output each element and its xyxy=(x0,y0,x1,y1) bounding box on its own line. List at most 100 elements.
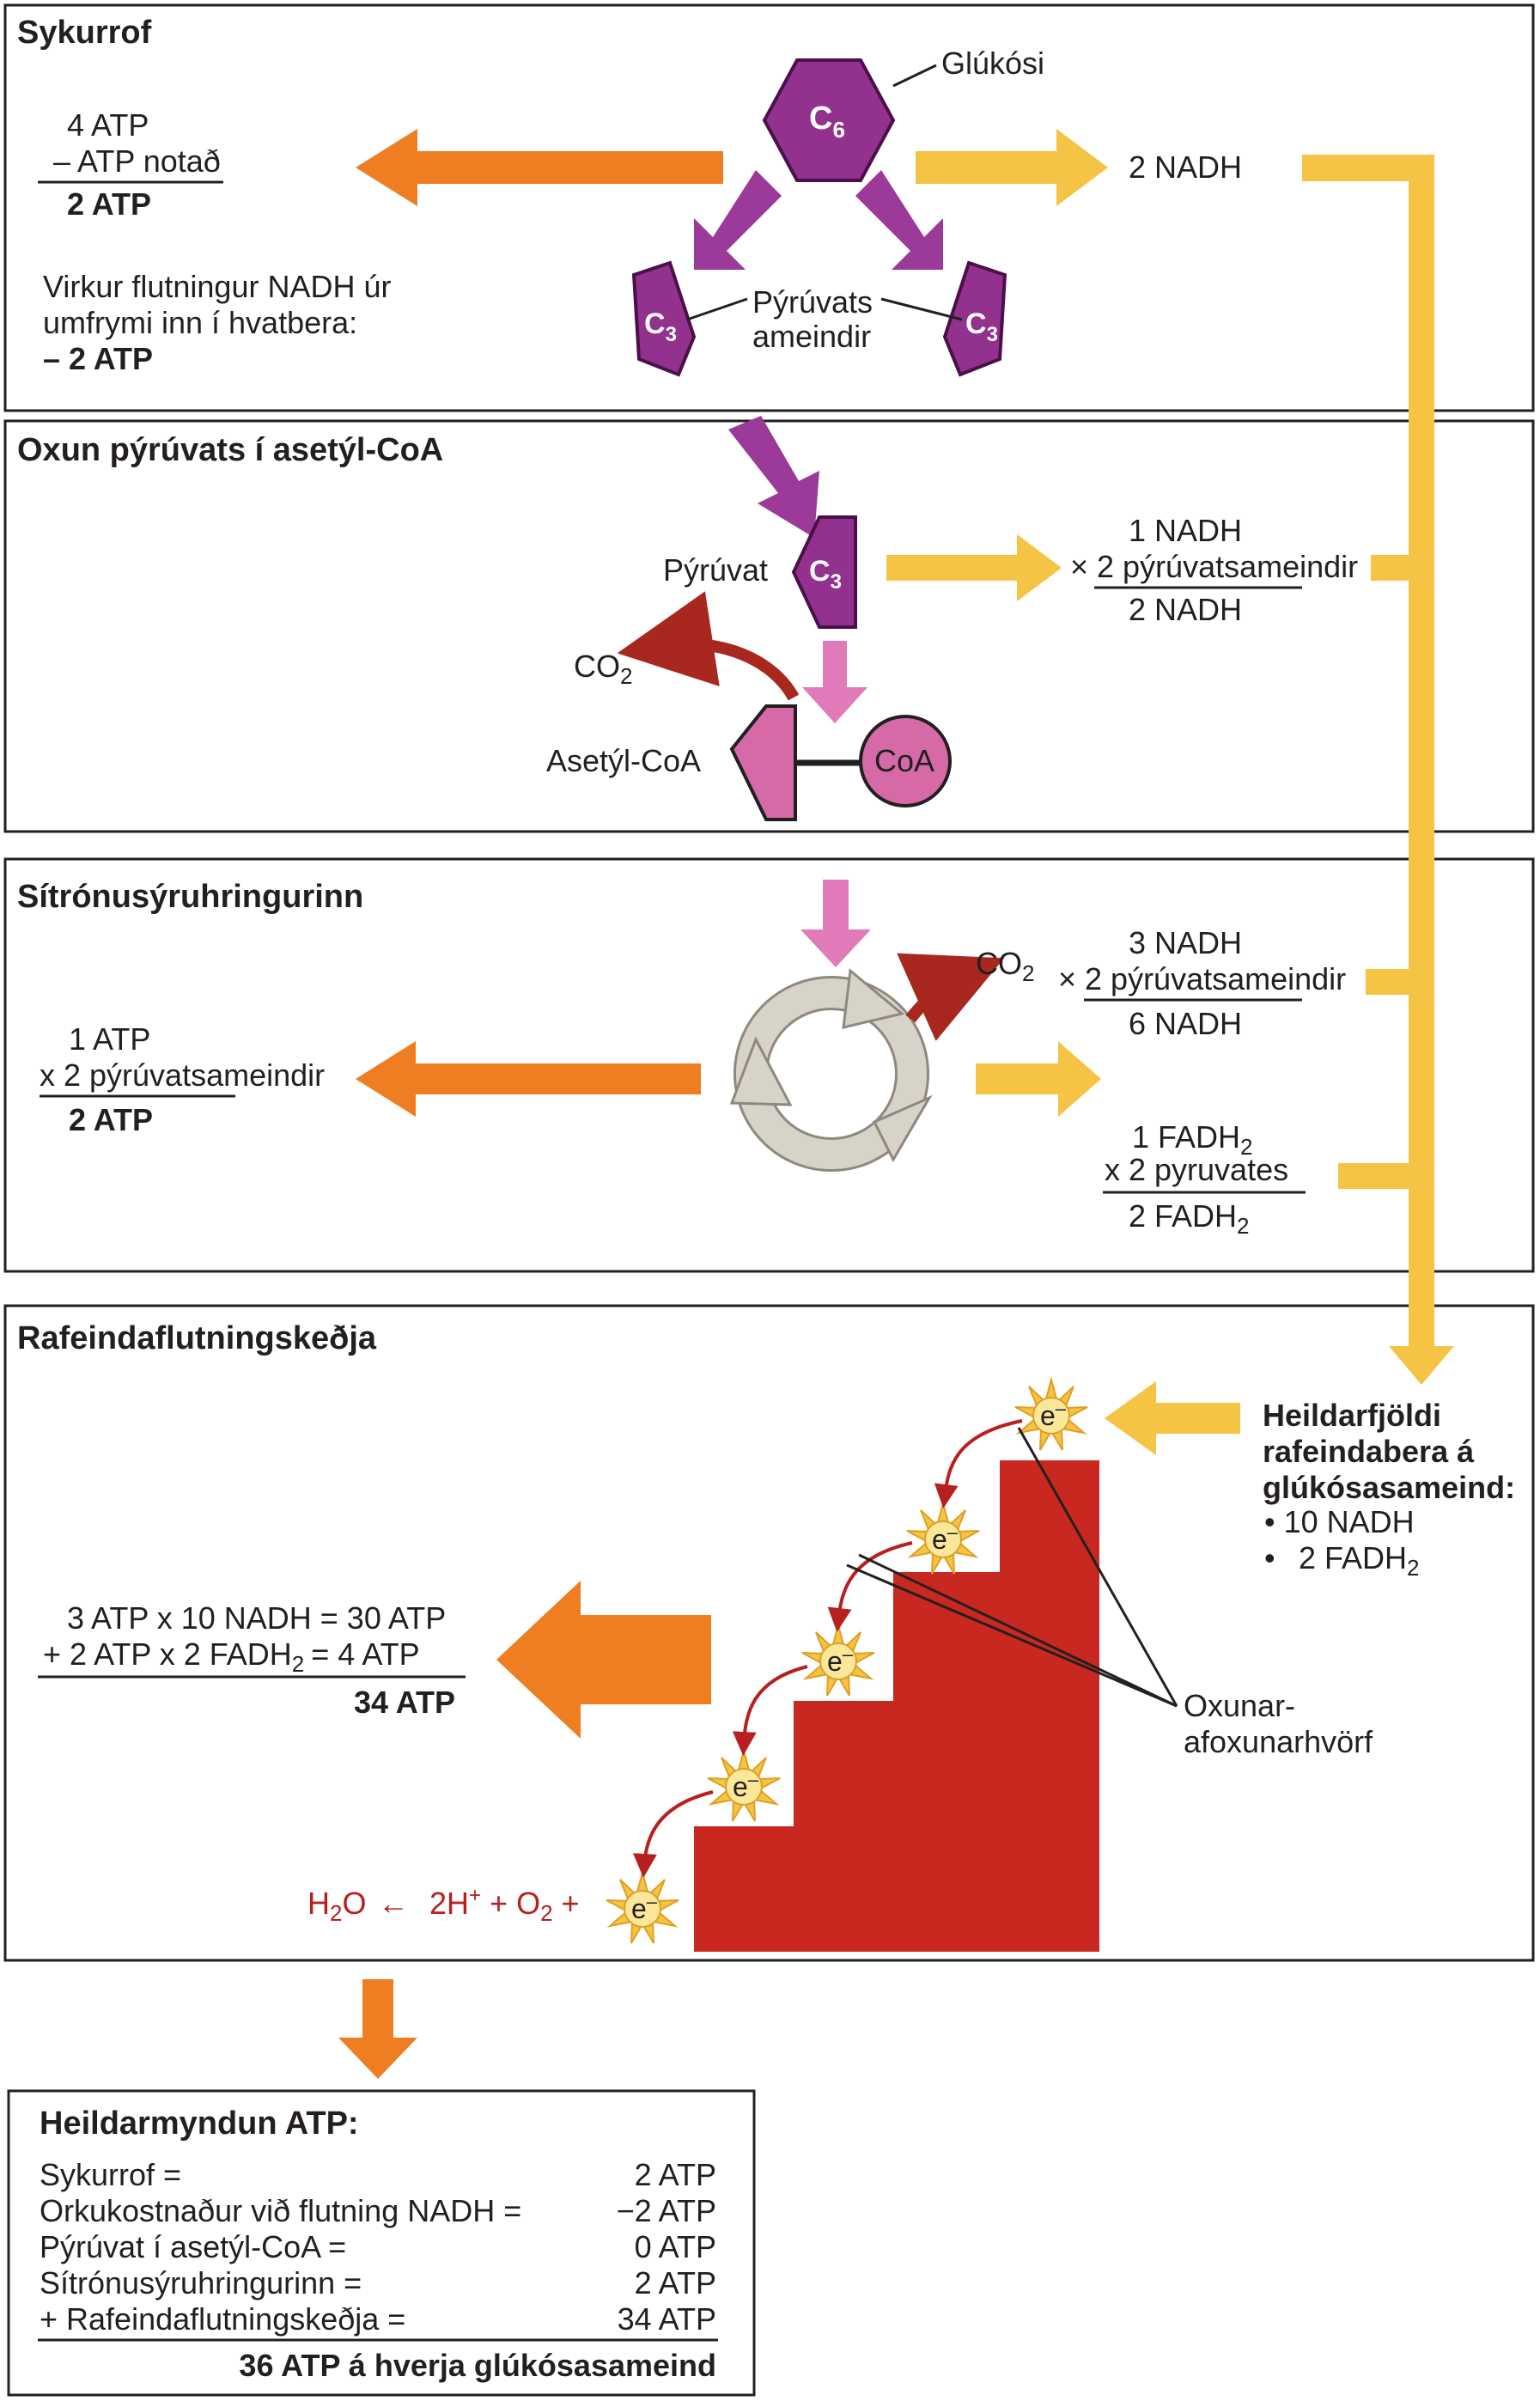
oxidation-pyruvate: C3 xyxy=(791,515,857,629)
citric-atp-arrow xyxy=(356,1041,701,1117)
electron-2-label: e– xyxy=(932,1521,959,1555)
summary-total: 36 ATP á hverja glúkósasameind xyxy=(239,2348,716,2383)
collector-branch-oxidation xyxy=(1371,555,1412,581)
oxidation-pink-arrow xyxy=(802,641,867,723)
pyruvate-label-line1: Pýrúvats xyxy=(752,284,873,320)
citric-atp-line2: x 2 pýrúvatsameindir xyxy=(40,1057,325,1093)
pyruvate-label-line2: ameindir xyxy=(752,319,871,354)
summary-row-label: Pýrúvat í asetýl-CoA = xyxy=(40,2229,346,2264)
etc-calc-total: 34 ATP xyxy=(354,1685,455,1720)
glucose-label: Glúkósi xyxy=(941,46,1044,81)
citric-entry-arrow xyxy=(800,880,871,967)
carriers-line3: glúkósasameind: xyxy=(1263,1470,1515,1505)
etc-calc-line1: 3 ATP x 10 NADH = 30 ATP xyxy=(67,1600,446,1636)
electron-3-label: e– xyxy=(827,1643,854,1677)
electron-transfer-arrow-1 xyxy=(934,1419,1023,1508)
glycolysis-title: Sykurrof xyxy=(17,15,152,51)
circle-icon xyxy=(859,715,952,807)
electron-1-label: e– xyxy=(1040,1398,1067,1431)
summary-row-label: Orkukostnaður við flutning NADH = xyxy=(40,2193,521,2228)
redox-leader-2 xyxy=(858,1553,1178,1708)
pyruvate-right-c: C3 xyxy=(965,308,998,346)
etc-title: Rafeindaflutningskeðja xyxy=(17,1320,377,1356)
nadh-collector-line xyxy=(1302,155,1454,1385)
glycolysis-atp-line1: 4 ATP xyxy=(67,107,149,143)
etc-staircase xyxy=(694,1460,1099,1952)
etc-calc-line2: + 2 ATP x 2 FADH2= 4 ATP xyxy=(43,1636,420,1677)
summary-row-value: 0 ATP xyxy=(635,2229,716,2264)
pyruvate-right: C3 xyxy=(942,260,1007,377)
pentagon-c3-icon xyxy=(942,260,1007,377)
summary-row-value: 2 ATP xyxy=(635,2265,716,2300)
collector-branch-fadh xyxy=(1338,1163,1412,1189)
redox-leader-1 xyxy=(1017,1427,1178,1707)
summary-down-arrow xyxy=(338,1979,417,2079)
summary-row-value: 34 ATP xyxy=(618,2301,716,2337)
carriers-input-arrow xyxy=(1105,1381,1240,1455)
electron-5-label: e– xyxy=(631,1891,658,1924)
pyruvate-leader-right xyxy=(880,297,963,321)
electron-transfer-arrow-3 xyxy=(732,1665,808,1756)
glucose-hexagon: C6 xyxy=(762,58,896,182)
electron-4: e– xyxy=(707,1750,781,1822)
acetyl-label: Asetýl-CoA xyxy=(546,743,701,778)
oxidation-co2: CO2 xyxy=(574,649,632,689)
coa-label: CoA xyxy=(874,743,934,778)
circular-arrows-icon xyxy=(729,968,933,1172)
carriers-fadh: 2 FADH2 xyxy=(1299,1540,1420,1581)
citric-co2-arrow xyxy=(897,953,1005,1041)
glucose-leader xyxy=(892,64,937,88)
glycolysis-nadh: 2 NADH xyxy=(1129,149,1242,185)
summary-row-label: Sykurrof = xyxy=(40,2157,181,2192)
electron-transfer-arrow-4 xyxy=(632,1790,714,1878)
carriers-line2: rafeindabera á xyxy=(1263,1434,1475,1469)
pyruvate-leader-left xyxy=(686,297,748,321)
glycolysis-split-arrow-right xyxy=(855,170,943,270)
oxidation-pyruvate-label: Pýrúvat xyxy=(663,552,768,588)
citric-title: Sítrónusýruhringurinn xyxy=(17,879,363,915)
etc-atp-arrow xyxy=(496,1581,711,1739)
glycolysis-transport-total: – 2 ATP xyxy=(43,341,153,376)
electron-2: e– xyxy=(906,1502,980,1575)
collector-branch-nadh xyxy=(1366,969,1412,995)
glycolysis-atp-total: 2 ATP xyxy=(67,186,151,222)
citric-fadh-line2: x 2 pyruvates xyxy=(1105,1152,1288,1187)
glycolysis-atp-line2: – ATP notað xyxy=(53,143,221,179)
electron-4-label: e– xyxy=(733,1769,759,1802)
citric-fadh-line1: 1 FADH2 xyxy=(1132,1119,1253,1160)
glycolysis-atp-arrow xyxy=(356,129,723,206)
co2-release-arrow xyxy=(617,591,800,701)
water-product: H2O xyxy=(307,1886,366,1926)
carriers-fadh-bullet: • xyxy=(1264,1540,1275,1575)
summary-row-label: Sítrónusýruhringurinn = xyxy=(40,2265,362,2300)
oxidation-nadh-line2: × 2 pýrúvatsameindir xyxy=(1070,549,1358,584)
summary-row-label: + Rafeindaflutningskeðja = xyxy=(40,2301,405,2337)
pyruvate-left: C3 xyxy=(631,260,697,377)
citric-nadh-total: 6 NADH xyxy=(1129,1006,1242,1041)
citric-nadh-arrow xyxy=(976,1041,1101,1117)
summary-row-value: 2 ATP xyxy=(635,2157,716,2192)
electron-3: e– xyxy=(801,1624,875,1697)
proton-oxygen-reactants: 2H+ + O2 + xyxy=(429,1884,580,1926)
pyruvate-left-c: C3 xyxy=(644,308,677,346)
carriers-nadh: • 10 NADH xyxy=(1264,1504,1415,1539)
reaction-arrow-glyph: ← xyxy=(378,1886,409,1921)
glycolysis-split-arrow-left xyxy=(694,170,782,270)
redox-line2: afoxunarhvörf xyxy=(1184,1724,1373,1759)
citric-nadh-line1: 3 NADH xyxy=(1129,925,1242,960)
glycolysis-transport-line2: umfrymi inn í hvatbera: xyxy=(43,305,357,340)
citric-atp-line1: 1 ATP xyxy=(69,1021,150,1057)
oxidation-entry-arrow xyxy=(728,416,819,538)
summary-row-value: −2 ATP xyxy=(617,2193,716,2228)
pentagon-c3-icon xyxy=(631,260,697,377)
hexagon-c6-icon xyxy=(762,58,896,182)
carriers-line1: Heildarfjöldi xyxy=(1263,1398,1441,1433)
glycolysis-transport-line1: Virkur flutningur NADH úr xyxy=(43,269,391,304)
citric-fadh-total: 2 FADH2 xyxy=(1129,1198,1250,1239)
redox-line1: Oxunar- xyxy=(1184,1688,1295,1723)
citric-co2: CO2 xyxy=(976,946,1034,986)
glucose-c: C6 xyxy=(809,101,845,143)
summary-panel xyxy=(7,2089,756,2397)
citric-atp-total: 2 ATP xyxy=(69,1102,153,1137)
